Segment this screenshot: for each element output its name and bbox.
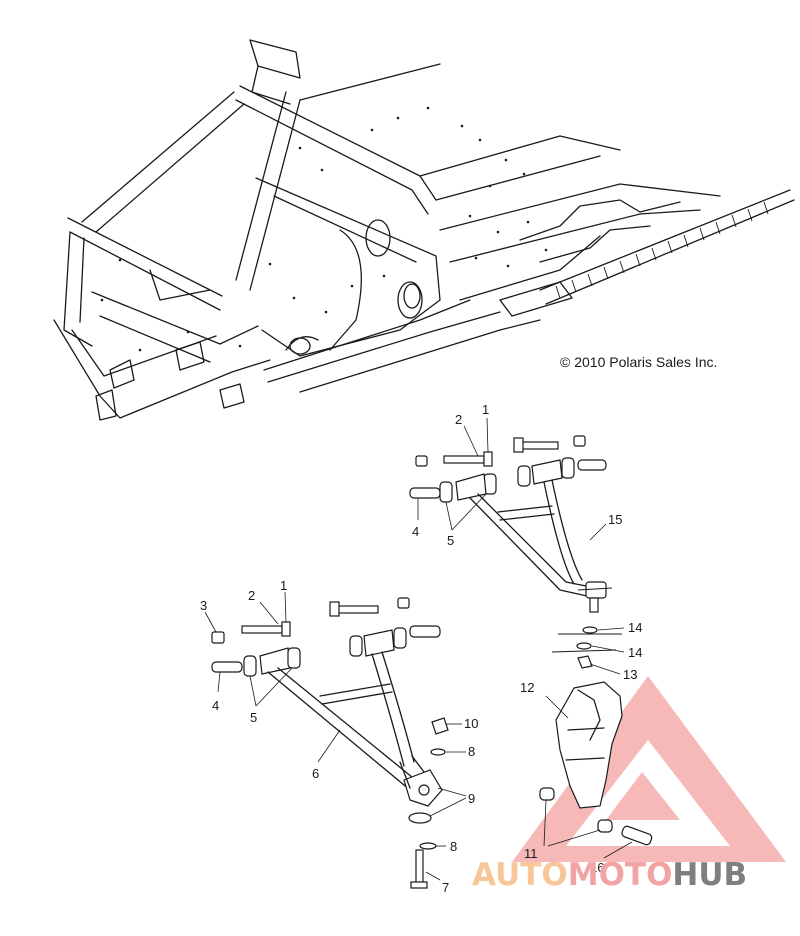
watermark-auto: AUTO <box>472 857 568 893</box>
callout-14-upper: 14 <box>628 620 642 635</box>
callout-1-lower: 1 <box>280 578 287 593</box>
leader-lines <box>204 417 633 881</box>
callout-10: 10 <box>464 716 478 731</box>
callout-labels: 1 2 4 5 15 1 2 3 4 5 6 7 8 8 9 10 11 12 … <box>200 402 642 895</box>
callout-9: 9 <box>468 791 475 806</box>
callout-14-lower: 14 <box>628 645 642 660</box>
bushing-upper-front-outer <box>409 487 441 499</box>
bushing-lower-front-right <box>287 647 301 669</box>
washer-spindle-bottom <box>576 642 592 650</box>
bolt-lower-front <box>241 621 291 637</box>
nut-upper-rear <box>573 435 586 447</box>
bushing-lower-front-outer <box>211 661 243 673</box>
callout-8-upper: 8 <box>468 744 475 759</box>
lower-ball-joint <box>399 755 443 807</box>
watermark-text: AUTOMOTOHUB <box>472 857 747 893</box>
callout-15: 15 <box>608 512 622 527</box>
callout-12: 12 <box>520 680 534 695</box>
callout-1-upper: 1 <box>482 402 489 417</box>
washer-upper-ball <box>430 748 446 756</box>
chassis-frame <box>53 39 795 421</box>
upper-a-arm-assembly <box>409 435 613 613</box>
bolt-ball-joint <box>410 849 428 889</box>
bushing-upper-rear-outer <box>577 459 607 471</box>
snap-ring <box>408 812 432 824</box>
spindle-assembly <box>539 626 653 846</box>
bushing-lower-rear-outer <box>409 625 441 638</box>
callout-2-lower: 2 <box>248 588 255 603</box>
callout-6: 6 <box>312 766 319 781</box>
nut-lower-front <box>211 631 225 644</box>
watermark-hub: HUB <box>672 857 747 893</box>
callout-3: 3 <box>200 598 207 613</box>
spindle <box>555 681 623 809</box>
callout-4-upper: 4 <box>412 524 419 539</box>
callout-8-lower: 8 <box>450 839 457 854</box>
callout-5-lower: 5 <box>250 710 257 725</box>
bushing-lower-front-left <box>243 655 257 677</box>
nut-spindle <box>577 655 593 669</box>
callout-11: 11 <box>524 846 538 861</box>
bushing-upper-rear-right <box>561 457 575 479</box>
spindle-sleeve <box>621 825 653 846</box>
bushing-lower-rear-left <box>349 635 363 657</box>
spindle-bushing-left <box>539 787 555 801</box>
callout-2-upper: 2 <box>455 412 462 427</box>
callout-7: 7 <box>442 880 449 895</box>
nut-ball-joint <box>431 717 449 735</box>
bushing-upper-front-left <box>439 481 453 503</box>
upper-ball-joint <box>577 581 613 613</box>
bolt-lower-rear <box>329 601 379 617</box>
callout-13: 13 <box>623 667 637 682</box>
washer-lower-ball <box>419 842 437 850</box>
callout-4-lower: 4 <box>212 698 219 713</box>
nut-upper-front <box>415 455 428 467</box>
bolt-upper-rear <box>513 437 559 453</box>
spindle-bushing-right <box>597 819 613 833</box>
lower-a-arm-assembly <box>211 597 449 889</box>
copyright-notice: © 2010 Polaris Sales Inc. <box>560 354 717 370</box>
callout-5-upper: 5 <box>447 533 454 548</box>
bolt-upper-front <box>443 451 493 467</box>
bushing-upper-rear-left <box>517 465 531 487</box>
bushing-lower-rear-right <box>393 627 407 649</box>
callout-16: 16 <box>590 860 604 875</box>
nut-lower-rear <box>397 597 410 609</box>
washer-spindle-top <box>582 626 598 634</box>
watermark-moto: MOTO <box>568 857 673 893</box>
